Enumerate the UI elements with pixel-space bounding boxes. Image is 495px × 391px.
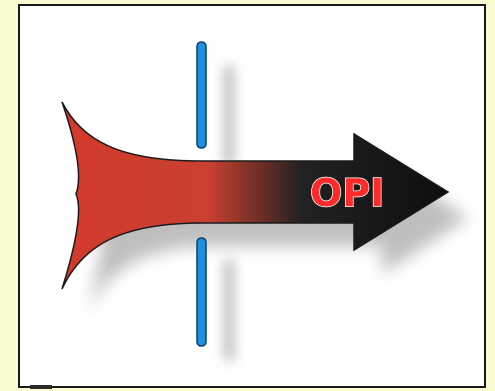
opi-logo: OPI [20, 6, 484, 386]
logo-panel: OPI [18, 4, 486, 388]
opi-label: OPI [310, 171, 384, 215]
slit-top [197, 42, 206, 148]
slit-top-shadow [224, 66, 234, 166]
slit-bottom [197, 238, 206, 346]
corner-mark [30, 385, 52, 389]
slit-bottom-shadow [224, 260, 234, 360]
